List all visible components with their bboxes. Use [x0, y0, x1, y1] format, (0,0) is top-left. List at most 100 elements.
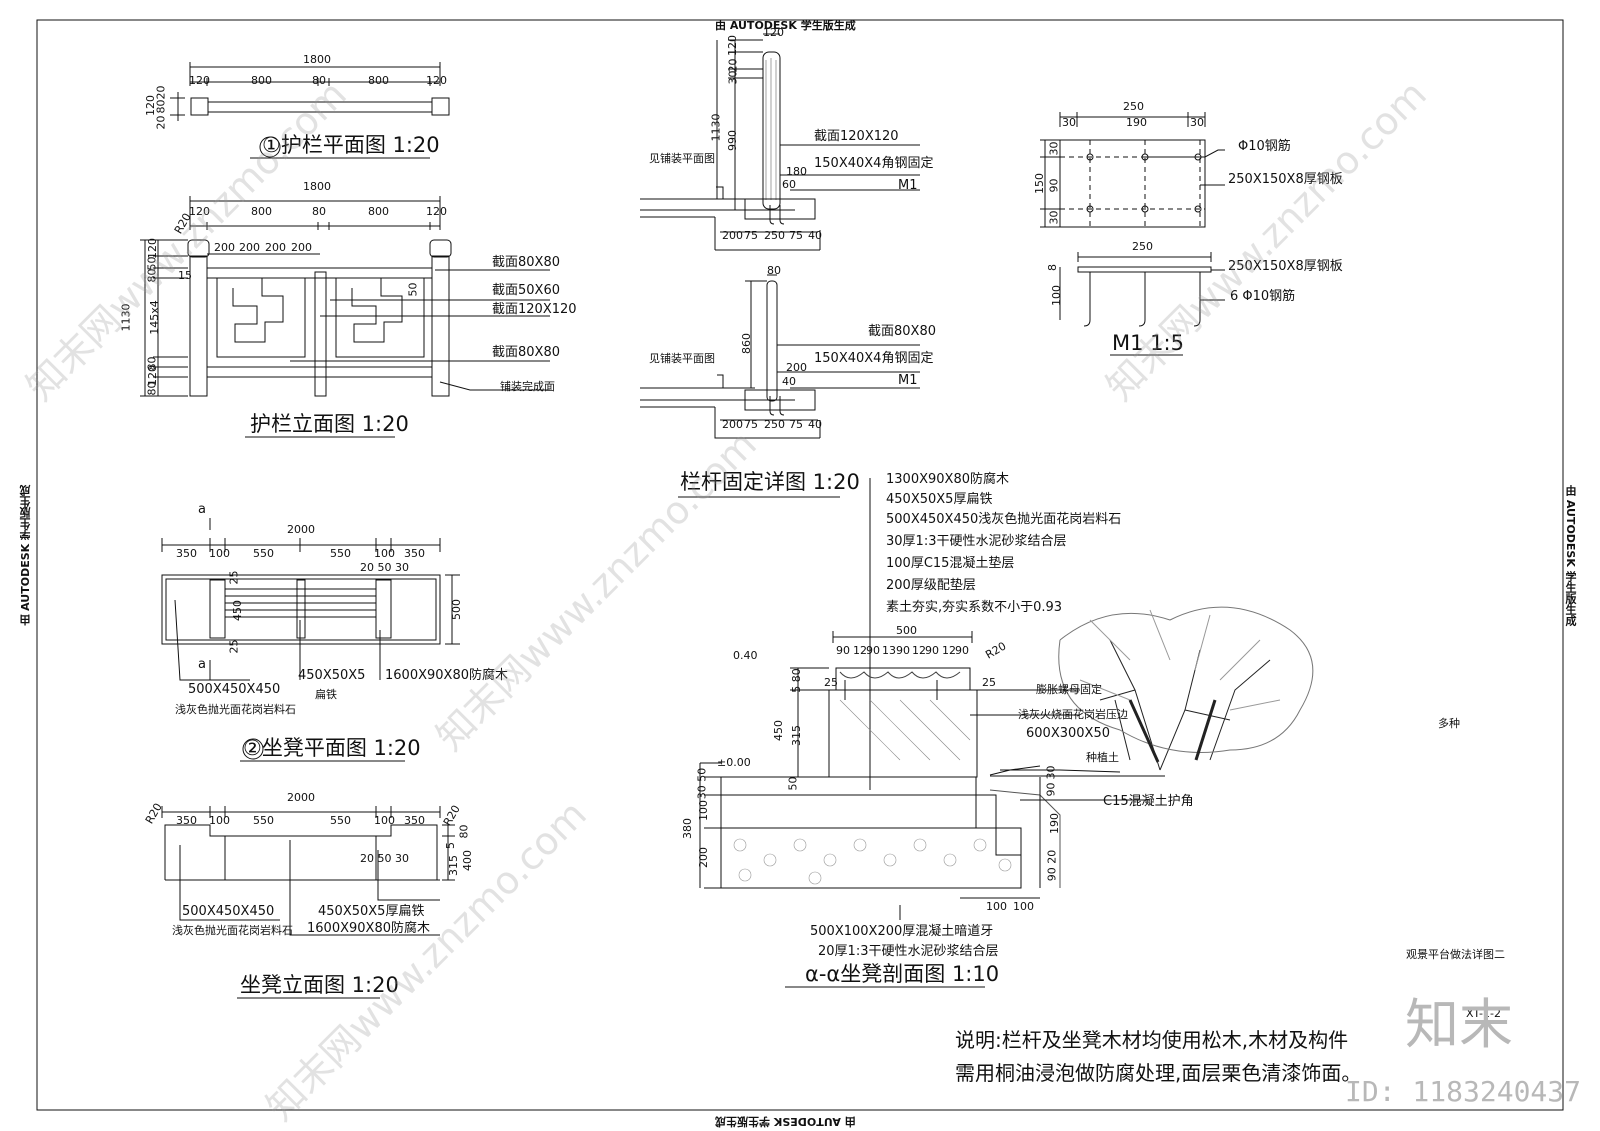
- section-label: 截面50X60: [492, 283, 560, 298]
- wood-label: 1600X90X80防腐木: [307, 921, 430, 936]
- dim-text: 90: [836, 644, 850, 657]
- dim-text: 60: [782, 178, 796, 191]
- angle-label: 150X40X4角钢固定: [814, 351, 934, 366]
- section-label: 截面80X80: [492, 255, 560, 270]
- iron-label: 450X50X5: [298, 668, 366, 683]
- dim-text: 75: [744, 418, 758, 431]
- bench-plan-drawing: [162, 518, 460, 680]
- dim-text: 50: [406, 282, 420, 297]
- concrete-label: C15混凝土护角: [1103, 794, 1194, 809]
- elev-text: 0.40: [733, 649, 758, 662]
- dim-text: 250: [764, 229, 785, 242]
- dim-text: 120: [189, 74, 210, 87]
- layer-label: 素土夯实,夯实系数不小于0.93: [886, 600, 1063, 615]
- dim-text: 20: [154, 115, 168, 130]
- guardrail-plan-drawing: [170, 62, 449, 157]
- dim-text: 8: [1046, 264, 1059, 271]
- dim-text: 120: [726, 35, 739, 56]
- dim-text: 12: [853, 644, 867, 657]
- dim-text: 100: [209, 814, 230, 827]
- dim-text: 190: [1048, 813, 1061, 834]
- dim-text: 800: [251, 205, 272, 218]
- dim-text: 80: [312, 205, 326, 218]
- notes-line-1: 说明:栏杆及坐凳木材均使用松木,木材及构件: [955, 1028, 1349, 1052]
- sheet-code: XT-1-2: [1466, 1007, 1501, 1020]
- dim-text: 1130: [709, 113, 723, 142]
- dim-text: 30: [1047, 141, 1061, 156]
- dim-text: 5: [444, 842, 457, 849]
- dim-text: 150: [1033, 173, 1046, 194]
- dim-text: 860: [740, 333, 753, 354]
- dim-text: 200: [214, 241, 235, 254]
- dim-text: 40: [808, 418, 822, 431]
- edge-label: 浅灰火烧面花岗岩压边: [1018, 708, 1128, 721]
- dim-text: 120: [189, 205, 210, 218]
- dim-text: 75: [789, 229, 803, 242]
- dim-text: 200: [291, 241, 312, 254]
- dim-text: 90: [955, 644, 969, 657]
- m1-label: M1: [898, 373, 918, 388]
- dim-text: 100: [986, 900, 1007, 913]
- dim-text: 190: [1126, 116, 1147, 129]
- guardrail-plan-title: ①护栏平面图 1:20: [262, 133, 440, 157]
- dim-text: 20: [154, 85, 168, 100]
- dim-text: 200: [722, 418, 743, 431]
- sheet-border: [37, 20, 1563, 1110]
- m1-title: M1 1:5: [1112, 331, 1184, 355]
- dim-text: 500: [450, 599, 463, 620]
- dim-text: 13: [882, 644, 896, 657]
- rail-fix-upper-drawing: [640, 34, 920, 250]
- dim-text: 25: [227, 570, 241, 585]
- dim-text: 2000: [287, 523, 315, 536]
- dim-text: 30: [1190, 116, 1204, 129]
- m1-plate-drawing: [1040, 112, 1225, 326]
- dim-text: 40: [808, 229, 822, 242]
- dim-text: 100: [1013, 900, 1034, 913]
- dim-text: 2000: [287, 791, 315, 804]
- dim-text: 90: [925, 644, 939, 657]
- curb-label: 500X100X200厚混凝土暗道牙: [810, 924, 994, 939]
- dim-text: 25: [227, 639, 241, 654]
- dim-text: 550: [253, 547, 274, 560]
- plate-label: 250X150X8厚钢板: [1228, 259, 1343, 274]
- dim-text: 100: [374, 814, 395, 827]
- guardrail-elevation-drawing: [140, 196, 550, 396]
- dim-text: 350: [404, 814, 425, 827]
- dim-text: 500: [896, 624, 917, 637]
- dim-text: 80: [145, 381, 159, 396]
- dim-text: 800: [368, 74, 389, 87]
- dim-text: 250: [1132, 240, 1153, 253]
- dim-text: 100: [1050, 285, 1063, 306]
- stone-desc: 浅灰色抛光面花岗岩料石: [175, 703, 296, 716]
- dim-text: 30: [1062, 116, 1076, 129]
- dim-text: 75: [744, 229, 758, 242]
- autodesk-banner-bottom: 由 AUTODESK 学生版生成: [715, 1115, 856, 1128]
- guardrail-elevation-title: 护栏立面图 1:20: [250, 412, 409, 436]
- dim-text: 315: [447, 855, 460, 876]
- dim-text: 1800: [303, 53, 331, 66]
- watermark-id: ID: 1183240437: [1345, 1075, 1582, 1108]
- rebar-label: Φ10钢筋: [1238, 139, 1291, 154]
- mortar-label: 20厚1:3干硬性水泥砂浆结合层: [818, 944, 999, 959]
- ref-label: 见铺装平面图: [649, 352, 715, 365]
- section-label: 截面120X120: [814, 129, 899, 144]
- dim-text: 40: [782, 375, 796, 388]
- stone-desc: 浅灰色抛光面花岗岩料石: [172, 924, 293, 937]
- dim-text: 120: [426, 74, 447, 87]
- dim-text: 100: [374, 547, 395, 560]
- iron-desc: 扁铁: [315, 688, 337, 701]
- layer-label: 1300X90X80防腐木: [886, 472, 1009, 487]
- dim-text: 80: [312, 74, 326, 87]
- edge-dims: 600X300X50: [1026, 726, 1110, 741]
- sheet-title: 观景平台做法详图二: [1406, 948, 1505, 961]
- dim-text: 450: [772, 720, 785, 741]
- stone-label: 500X450X450: [182, 904, 275, 919]
- dim-text: 200: [722, 229, 743, 242]
- layer-label: 100厚C15混凝土垫层: [886, 556, 1015, 571]
- section-label: 截面80X80: [868, 324, 936, 339]
- dim-text: 315: [790, 725, 803, 746]
- dim-text: 5 80: [789, 668, 803, 693]
- rail-fix-title: 栏杆固定详图 1:20: [680, 470, 860, 494]
- dim-text: 350: [404, 547, 425, 560]
